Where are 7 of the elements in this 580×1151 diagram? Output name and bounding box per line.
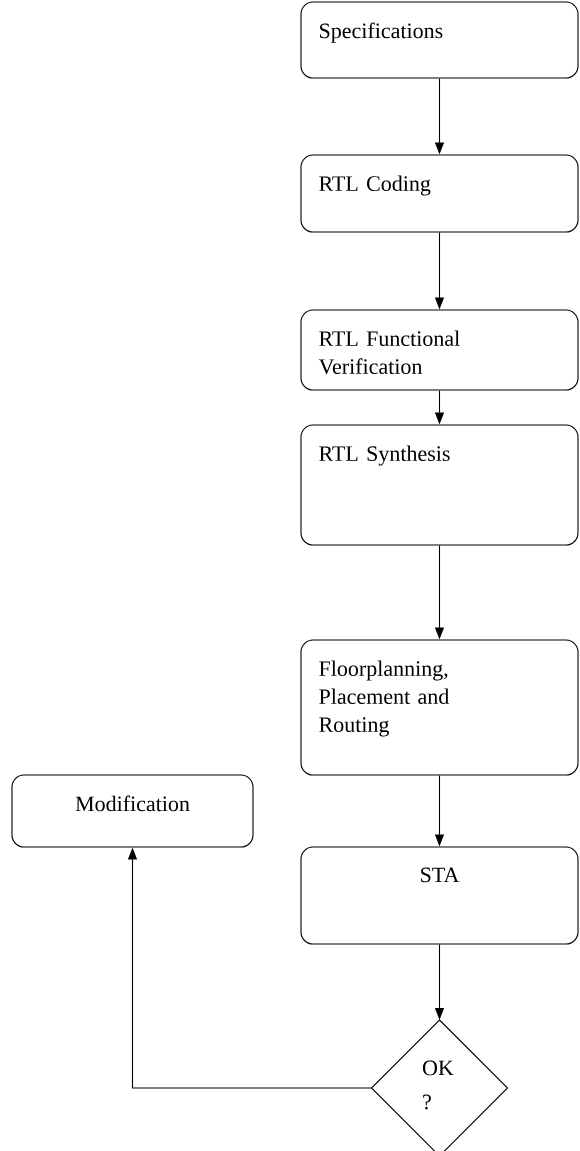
process-box: Modification: [11, 774, 254, 848]
process-box: Specifications: [300, 1, 579, 79]
process-box: RTL Coding: [300, 154, 579, 233]
process-box: RTL Synthesis: [300, 424, 579, 546]
process-box: RTL Functional Verification: [300, 309, 579, 391]
process-box: STA: [300, 846, 579, 945]
process-box: Floorplanning, Placement and Routing: [300, 639, 579, 776]
